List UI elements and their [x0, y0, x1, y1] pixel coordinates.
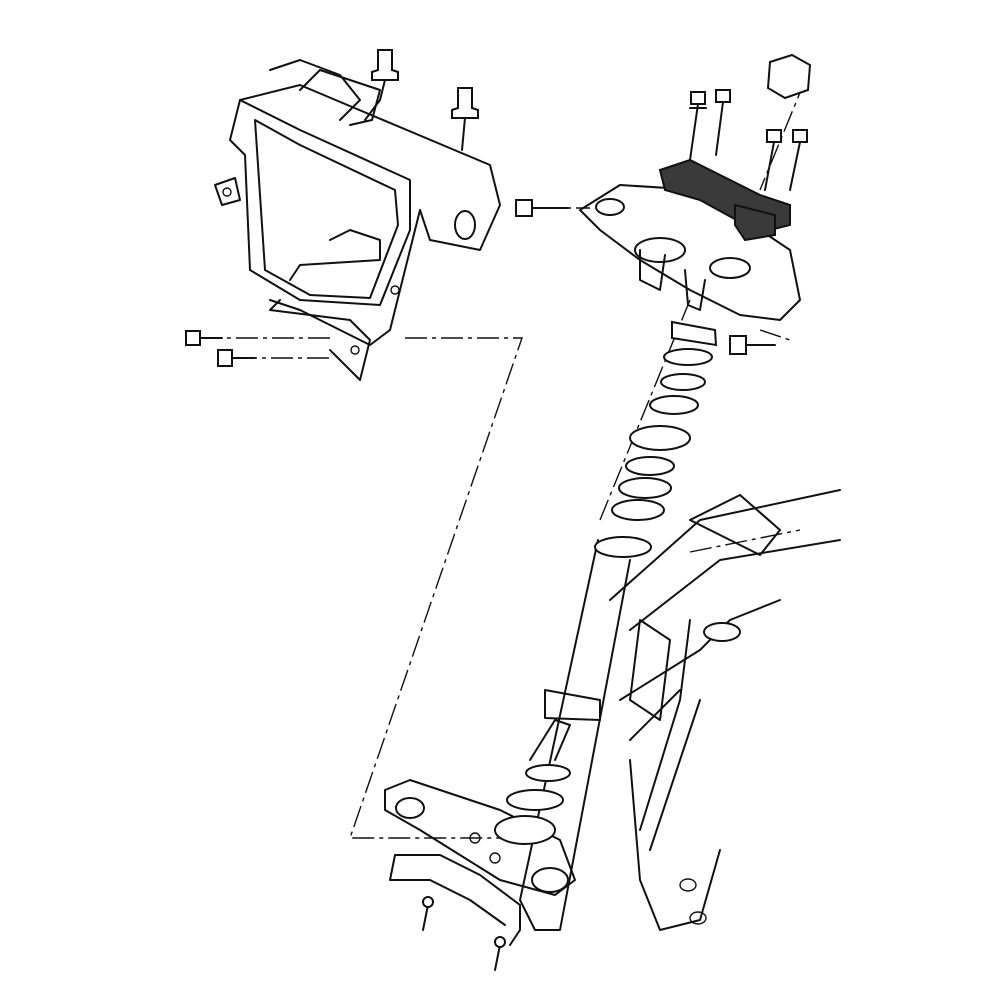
riser-bolts — [515, 53, 812, 355]
motorcycle-frame — [519, 489, 841, 931]
cable-guide — [389, 854, 521, 971]
bracket-pins — [364, 49, 479, 151]
handlebar-riser-highlighted — [658, 158, 791, 242]
steering-bearing-stack — [611, 320, 718, 521]
bracket-bolts — [185, 330, 256, 367]
lower-triple-clamp — [384, 719, 576, 896]
headlight-bracket — [214, 59, 501, 381]
